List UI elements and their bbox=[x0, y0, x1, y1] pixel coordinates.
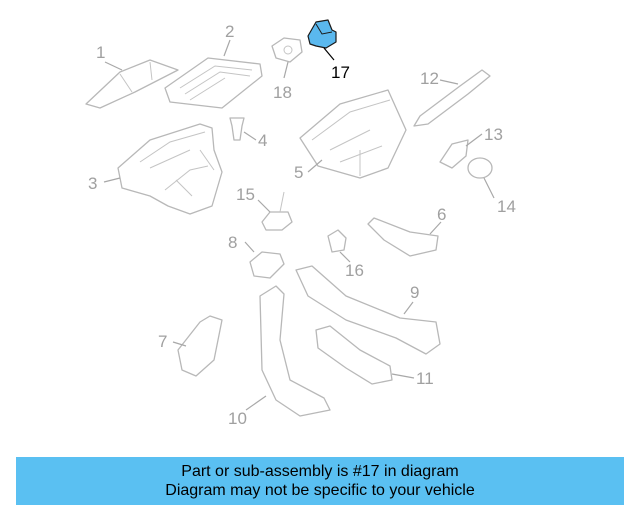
callout-18: 18 bbox=[273, 83, 292, 102]
callout-15: 15 bbox=[236, 185, 255, 204]
part-3-housing[interactable] bbox=[117, 123, 223, 215]
callout-5: 5 bbox=[294, 163, 303, 182]
info-banner: Part or sub-assembly is #17 in diagram D… bbox=[16, 457, 624, 505]
part-14-ring[interactable] bbox=[467, 157, 493, 179]
callout-16: 16 bbox=[345, 261, 364, 280]
callout-12: 12 bbox=[420, 69, 439, 88]
callout-7: 7 bbox=[158, 332, 167, 351]
part-9-long-duct[interactable] bbox=[295, 265, 441, 355]
part-13-cover[interactable] bbox=[439, 139, 469, 169]
callout-1: 1 bbox=[96, 43, 105, 62]
part-1-trim-panel[interactable] bbox=[85, 59, 179, 109]
callout-3: 3 bbox=[88, 174, 97, 193]
callout-6: 6 bbox=[437, 205, 446, 224]
part-18-grommet[interactable] bbox=[271, 37, 303, 63]
callout-14: 14 bbox=[497, 197, 516, 216]
part-6-duct[interactable] bbox=[367, 217, 439, 257]
part-16-sensor[interactable] bbox=[327, 229, 347, 253]
banner-line-2: Diagram may not be specific to your vehi… bbox=[165, 482, 475, 499]
callout-17: 17 bbox=[331, 63, 350, 82]
callout-9: 9 bbox=[410, 283, 419, 302]
leader-lines bbox=[103, 39, 495, 411]
callout-8: 8 bbox=[228, 233, 237, 252]
part-17-highlighted[interactable] bbox=[307, 19, 337, 49]
callout-10: 10 bbox=[228, 409, 247, 428]
part-4-clip[interactable] bbox=[229, 117, 245, 141]
part-12-hose[interactable] bbox=[413, 69, 491, 127]
part-11-lower-duct[interactable] bbox=[315, 325, 393, 385]
part-15-actuator[interactable] bbox=[261, 191, 293, 231]
part-7-vent-duct[interactable] bbox=[177, 315, 223, 377]
callout-4: 4 bbox=[258, 131, 267, 150]
parts-diagram: 1 2 3 4 5 6 7 8 9 10 11 12 13 14 15 16 1… bbox=[85, 19, 516, 428]
callout-2: 2 bbox=[225, 22, 234, 41]
part-8-block[interactable] bbox=[249, 251, 285, 279]
part-2-filter[interactable] bbox=[164, 57, 263, 109]
callout-labels: 1 2 3 4 5 6 7 8 9 10 11 12 13 14 15 16 1… bbox=[88, 22, 516, 428]
banner-line-1: Part or sub-assembly is #17 in diagram bbox=[181, 463, 459, 480]
callout-13: 13 bbox=[484, 125, 503, 144]
part-5-heater-box[interactable] bbox=[299, 89, 407, 179]
part-10-tall-duct[interactable] bbox=[259, 285, 331, 417]
callout-11: 11 bbox=[416, 369, 434, 388]
